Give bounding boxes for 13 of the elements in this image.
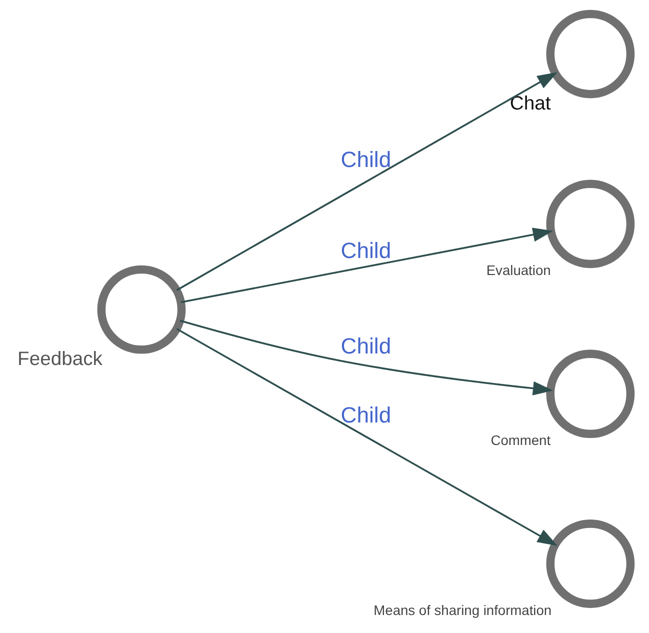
edge-label: Child [340,334,392,359]
edge-label: Child [340,402,392,428]
node-label: Evaluation [486,262,551,278]
node-label: Chat [510,94,551,115]
node-label: Comment [490,432,551,448]
arrow [176,72,558,291]
edge-label: Child [340,147,392,172]
node-label: Feedback [18,349,102,370]
arrow [176,328,558,546]
arrow [180,228,554,304]
node-label: Means of sharing information [374,602,552,618]
arrow [180,320,554,396]
edge-label: Child [340,238,392,264]
